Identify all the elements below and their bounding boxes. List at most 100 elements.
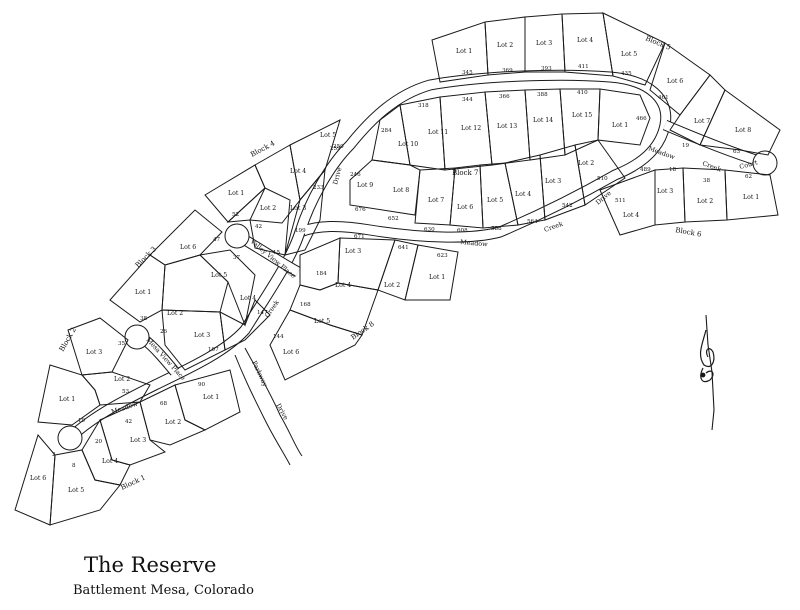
block-label: Block 4 bbox=[249, 139, 277, 159]
block-label: Block 1 bbox=[119, 473, 146, 491]
road-network bbox=[57, 69, 778, 466]
lot-label: Lot 5 bbox=[621, 51, 637, 58]
address-number: 35 bbox=[118, 341, 126, 347]
lot-label: Lot 7 bbox=[428, 197, 444, 204]
lot-label: Lot 1 bbox=[228, 190, 244, 197]
lot-label: Lot 13 bbox=[497, 123, 517, 130]
lot-label: Lot 2 bbox=[384, 282, 400, 289]
lot-label: Lot 6 bbox=[30, 475, 46, 482]
lot-label: Lot 3 bbox=[536, 40, 552, 47]
lot-label: Lot 2 bbox=[697, 198, 713, 205]
address-number: 435 bbox=[621, 71, 632, 77]
map-title: The Reserve bbox=[84, 553, 217, 577]
address-number: 42 bbox=[125, 419, 133, 425]
lot-label: Lot 2 bbox=[497, 42, 513, 49]
address-number: 652 bbox=[388, 216, 399, 222]
block-label: Block 8 bbox=[350, 320, 376, 342]
lot-label: Lot 2 bbox=[260, 205, 276, 212]
address-number: 233 bbox=[313, 185, 324, 191]
lot-label: Lot 4 bbox=[240, 295, 256, 302]
block-labels: Block 5 Block 7 Block 6 Block 4 Block 3 … bbox=[58, 34, 703, 491]
address-number: 542 bbox=[562, 203, 573, 209]
lot-label: Lot 2 bbox=[114, 376, 130, 383]
lot-label: Lot 8 bbox=[393, 187, 409, 194]
address-number: 388 bbox=[537, 92, 548, 98]
lot-labels-block-5: Lot 1 Lot 2 Lot 3 Lot 4 Lot 5 Lot 6 Lot … bbox=[456, 37, 751, 134]
address-number: 671 bbox=[354, 234, 365, 240]
address-number: 466 bbox=[636, 116, 647, 122]
block-6 bbox=[599, 167, 779, 236]
lot-label: Lot 11 bbox=[428, 129, 448, 136]
address-number: 246 bbox=[350, 172, 361, 178]
address-number: 345 bbox=[462, 70, 473, 76]
road-label: Meadow bbox=[460, 238, 489, 248]
address-number: 47 bbox=[213, 237, 221, 243]
map-subtitle: Battlement Mesa, Colorado bbox=[73, 583, 254, 598]
lot-label: Lot 10 bbox=[398, 141, 418, 148]
address-number: 461 bbox=[658, 95, 669, 101]
address-number: 147 bbox=[257, 310, 268, 316]
block-7 bbox=[349, 88, 651, 229]
lot-label: Lot 1 bbox=[135, 289, 151, 296]
lot-label: Lot 4 bbox=[515, 191, 531, 198]
lot-label: Lot 3 bbox=[345, 248, 361, 255]
lot-label: Lot 14 bbox=[533, 117, 553, 124]
address-number: 489 bbox=[640, 167, 651, 173]
address-number: 410 bbox=[577, 90, 588, 96]
address-number: 42 bbox=[255, 224, 263, 230]
lot-label: Lot 2 bbox=[167, 310, 183, 317]
address-number: 144 bbox=[273, 334, 284, 340]
address-number: 53 bbox=[122, 389, 130, 395]
address-number: 641 bbox=[398, 245, 409, 251]
address-number: 107 bbox=[208, 347, 219, 353]
block-4 bbox=[204, 119, 341, 256]
address-number: 20 bbox=[95, 439, 103, 445]
lot-label: Lot 5 bbox=[320, 132, 336, 139]
lot-labels-block-7: Lot 1 Lot 2 Lot 3 Lot 4 Lot 5 Lot 6 Lot … bbox=[357, 112, 628, 211]
lot-label: Lot 3 bbox=[130, 437, 146, 444]
lot-label: Lot 12 bbox=[461, 125, 481, 132]
lot-label: Lot 6 bbox=[667, 78, 683, 85]
lot-label: Lot 1 bbox=[743, 194, 759, 201]
lot-labels-block-6: Lot 1 Lot 2 Lot 3 Lot 4 bbox=[623, 188, 759, 219]
address-number: 369 bbox=[502, 68, 513, 74]
lot-labels-block-4: Lot 1 Lot 2 Lot 3 Lot 4 Lot 5 bbox=[228, 132, 336, 212]
lot-label: Lot 8 bbox=[735, 127, 751, 134]
road-label: Drive bbox=[274, 402, 290, 421]
lot-label: Lot 3 bbox=[545, 178, 561, 185]
address-number: 18 bbox=[669, 167, 677, 173]
address-number: 63 bbox=[733, 149, 741, 155]
address-number: 38 bbox=[703, 178, 711, 184]
lot-label: Lot 1 bbox=[456, 48, 472, 55]
block-1 bbox=[14, 369, 241, 526]
road-label: Creek bbox=[543, 220, 564, 234]
address-number: 411 bbox=[578, 64, 589, 70]
north-arrow-icon bbox=[699, 314, 715, 431]
address-number: 366 bbox=[499, 94, 510, 100]
address-number: 90 bbox=[198, 382, 206, 388]
address-number: 564 bbox=[527, 219, 538, 225]
lot-label: Lot 3 bbox=[657, 188, 673, 195]
road-label: Creek bbox=[701, 159, 722, 173]
address-number: 511 bbox=[615, 198, 626, 204]
address-number: 393 bbox=[541, 66, 552, 72]
address-number: 608 bbox=[457, 228, 468, 234]
lot-labels-block-3: Lot 1 Lot 2 Lot 3 Lot 4 Lot 5 Lot 6 bbox=[135, 244, 256, 339]
lot-label: Lot 2 bbox=[578, 160, 594, 167]
lot-label: Lot 1 bbox=[612, 122, 628, 129]
block-label: Block 3 bbox=[134, 245, 158, 269]
address-number: 8 bbox=[72, 463, 76, 469]
address-number: 52 bbox=[232, 212, 240, 218]
block-label: Block 7 bbox=[452, 169, 478, 177]
address-number: 15 bbox=[273, 250, 281, 256]
address-number: 250 bbox=[333, 144, 344, 150]
address-number: 588 bbox=[491, 226, 502, 232]
lot-label: Lot 4 bbox=[290, 168, 306, 175]
lot-label: Lot 1 bbox=[429, 274, 445, 281]
address-number: 26 bbox=[160, 329, 168, 335]
lot-label: Lot 9 bbox=[357, 182, 373, 189]
block-label: Block 2 bbox=[58, 326, 78, 353]
lot-labels-block-8: Lot 1 Lot 2 Lot 3 Lot 4 Lot 5 Lot 6 bbox=[283, 248, 445, 356]
lot-label: Lot 15 bbox=[572, 112, 592, 119]
lot-label: Lot 5 bbox=[314, 318, 330, 325]
